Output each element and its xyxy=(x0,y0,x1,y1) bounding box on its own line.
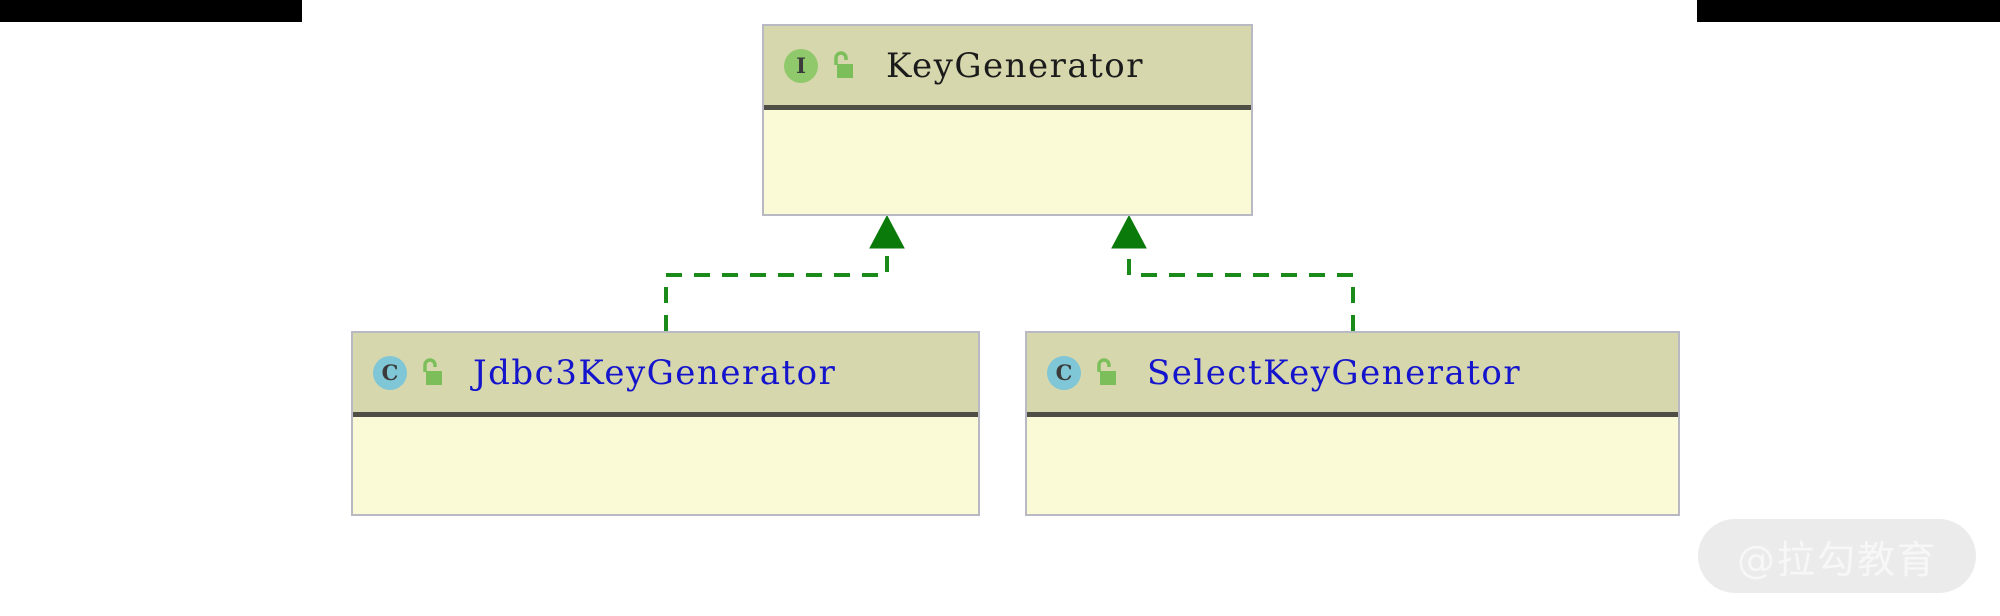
class-header-keygenerator: I KeyGenerator xyxy=(764,26,1251,110)
edge-jdbc3keygenerator-to-keygenerator xyxy=(664,214,905,331)
class-header-jdbc3keygenerator: C Jdbc3KeyGenerator xyxy=(353,333,978,417)
class-header-selectkeygenerator: C SelectKeyGenerator xyxy=(1027,333,1678,417)
unlocked-lock-icon xyxy=(1097,357,1116,385)
class-name-jdbc3keygenerator: Jdbc3KeyGenerator xyxy=(473,352,837,393)
class-members-keygenerator xyxy=(764,110,1251,168)
class-box-selectkeygenerator[interactable]: C SelectKeyGenerator xyxy=(1025,331,1680,516)
class-members-selectkeygenerator xyxy=(1027,417,1678,475)
crop-bar-right xyxy=(1697,0,2000,22)
arrowhead-left xyxy=(869,214,905,249)
class-members-jdbc3keygenerator xyxy=(353,417,978,475)
unlocked-lock-icon xyxy=(834,50,853,78)
edge-selectkeygenerator-to-keygenerator xyxy=(1111,214,1355,331)
class-box-jdbc3keygenerator[interactable]: C Jdbc3KeyGenerator xyxy=(351,331,980,516)
crop-bar-left xyxy=(0,0,302,22)
interface-badge-icon: I xyxy=(784,48,818,83)
class-badge-icon: C xyxy=(373,355,407,390)
unlocked-lock-icon xyxy=(423,357,442,385)
class-box-keygenerator[interactable]: I KeyGenerator xyxy=(762,24,1253,216)
watermark: @拉勾教育 xyxy=(1698,519,1976,593)
class-name-keygenerator: KeyGenerator xyxy=(886,45,1145,86)
class-badge-icon: C xyxy=(1047,355,1081,390)
arrowhead-right xyxy=(1111,214,1147,249)
class-name-selectkeygenerator: SelectKeyGenerator xyxy=(1147,352,1522,393)
watermark-text: @拉勾教育 xyxy=(1736,537,1937,582)
